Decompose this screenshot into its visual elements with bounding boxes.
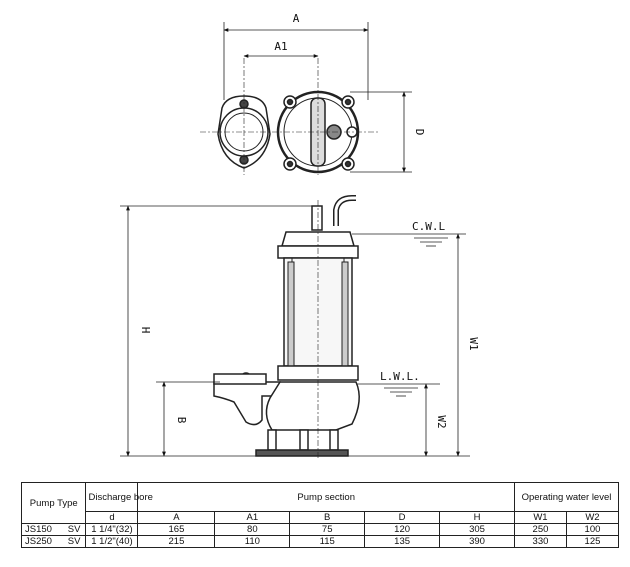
dimension-label-w1: W1: [467, 337, 480, 350]
dimension-label-d: D: [413, 129, 426, 136]
dimension-lines-top: [223, 22, 412, 173]
row-bore: 1 1/2"(40): [85, 535, 139, 548]
row-value: 135: [364, 535, 441, 548]
row-value: 110: [214, 535, 291, 548]
header-d: d: [85, 511, 139, 524]
spec-table: Pump Type Discharge bore Pump section Op…: [20, 482, 620, 548]
header-col-w2: W2: [565, 511, 620, 524]
row-value: 115: [289, 535, 366, 548]
header-discharge-bore: Discharge bore: [85, 482, 153, 512]
row-value: 250: [513, 523, 567, 536]
row-value: 80: [214, 523, 291, 536]
header-col-a: A: [137, 511, 216, 524]
row-value: 120: [364, 523, 441, 536]
dimension-label-w2: W2: [435, 415, 448, 428]
header-col-d: D: [364, 511, 441, 524]
dimension-label-a1: A1: [274, 40, 287, 53]
dimension-lines-side: [120, 205, 470, 457]
row-value: 75: [289, 523, 366, 536]
table-header-row: Pump Type Discharge bore Pump section Op…: [20, 482, 620, 524]
side-view: [213, 195, 360, 460]
dimension-label-a: A: [293, 12, 300, 25]
header-col-h: H: [439, 511, 515, 524]
header-col-a1: A1: [214, 511, 291, 524]
dimension-label-h: H: [139, 327, 152, 334]
pump-dimension-drawing: A A1 D: [120, 12, 480, 460]
row-bore: 1 1/4"(32): [85, 523, 139, 536]
row-value: 125: [565, 535, 620, 548]
row-value: 305: [439, 523, 515, 536]
cwl-label: C.W.L: [412, 220, 445, 233]
header-pump-type: Pump Type: [20, 482, 87, 524]
row-value: 215: [137, 535, 216, 548]
header-col-w1: W1: [513, 511, 567, 524]
table-subheader-row: d A A1 B D H W1 W2: [22, 511, 620, 524]
dimension-label-b: B: [175, 417, 188, 424]
lwl-label: L.W.L.: [380, 370, 420, 383]
top-view: [200, 58, 380, 175]
row-value: 330: [513, 535, 567, 548]
header-pump-section: Pump section: [137, 482, 515, 512]
row-value: 390: [439, 535, 515, 548]
header-col-b: B: [289, 511, 366, 524]
header-operating-water-level: Operating water level: [513, 482, 620, 512]
row-value: 100: [565, 523, 620, 536]
row-value: 165: [137, 523, 216, 536]
